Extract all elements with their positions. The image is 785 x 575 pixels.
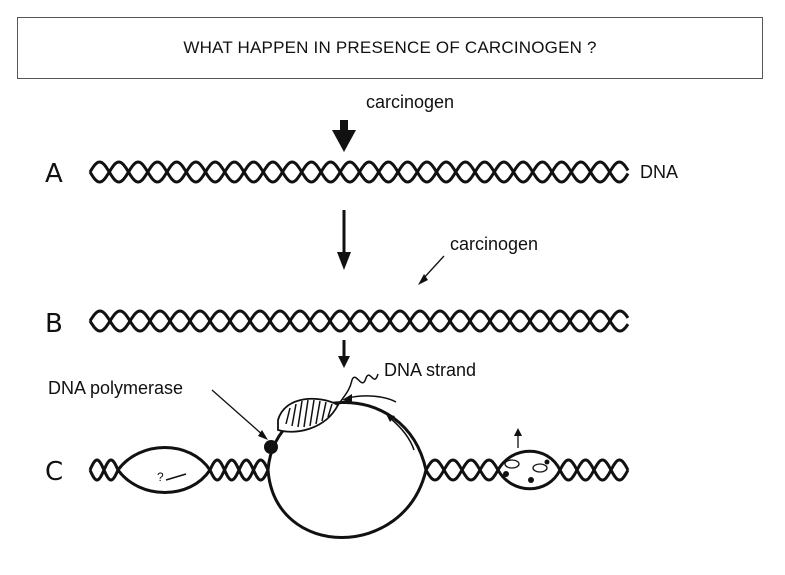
dna-helix-b — [88, 309, 630, 333]
carcinogen-adduct — [167, 335, 173, 362]
carcinogen-adduct — [147, 329, 153, 356]
carcinogen-adduct — [245, 481, 251, 508]
carcinogen-adduct — [356, 283, 362, 310]
carcinogen-adduct — [173, 433, 179, 460]
carcinogen-label-mid: carcinogen — [450, 234, 538, 254]
carcinogen-adduct — [107, 431, 113, 458]
carcinogen-adduct — [191, 331, 197, 358]
carcinogen-adduct — [183, 286, 189, 313]
carcinogen-adduct — [223, 483, 229, 510]
carcinogen-adduct — [311, 525, 317, 552]
carcinogen-label-top: carcinogen — [366, 92, 454, 112]
carcinogen-pointer — [418, 255, 445, 285]
dna-bubble-small: ? — [116, 446, 212, 494]
carcinogen-adduct — [244, 285, 250, 312]
carcinogen-adduct — [197, 431, 203, 458]
row-label-b: B — [45, 309, 63, 339]
page-title: WHAT HAPPEN IN PRESENCE OF CARCINOGEN ? — [183, 38, 597, 57]
carcinogen-adduct — [233, 433, 239, 460]
dna-bubble-damaged — [496, 428, 562, 491]
row-label-c: C — [45, 457, 63, 487]
carcinogen-molecule-top — [341, 91, 347, 118]
carcinogen-adduct — [125, 283, 131, 310]
polymerase-pointer — [211, 389, 268, 440]
carcinogen-adduct — [115, 483, 121, 510]
new-dna-segment — [277, 373, 379, 433]
carcinogen-adduct — [197, 481, 203, 508]
carcinogen-adduct — [309, 331, 315, 358]
polymerase-dot — [264, 440, 278, 454]
dna-polymerase-label: DNA polymerase — [48, 378, 183, 398]
strand-direction-arrows — [342, 394, 415, 451]
carcinogen-adduct — [497, 481, 503, 508]
carcinogen-adduct — [144, 287, 150, 314]
title-box: WHAT HAPPEN IN PRESENCE OF CARCINOGEN ? — [17, 17, 763, 79]
carcinogen-adduct — [507, 331, 513, 358]
row-label-a: A — [45, 159, 63, 189]
carcinogen-adduct — [557, 437, 563, 464]
arrow-b-to-c — [338, 340, 350, 368]
replication-bubble — [266, 401, 428, 539]
dna-helix-a — [88, 160, 630, 184]
arrow-a-to-b — [337, 210, 351, 270]
carcinogen-adduct — [164, 281, 170, 308]
dna-label: DNA — [640, 162, 678, 182]
carcinogen-adduct — [205, 283, 211, 310]
carcinogen-adduct — [585, 329, 591, 356]
carcinogen-adduct — [125, 333, 131, 360]
carcinogen-adduct — [211, 335, 217, 362]
dna-helix-c — [88, 458, 630, 482]
carcinogen-adduct — [425, 333, 431, 360]
dna-strand-label: DNA strand — [384, 360, 476, 380]
carcinogen-adduct — [413, 285, 419, 312]
carcinogen-adduct — [547, 287, 553, 314]
carcinogen-adduct — [252, 435, 258, 462]
arrow-bold-down — [332, 120, 356, 152]
question-mark: ? — [157, 470, 164, 484]
carcinogen-adducts-b — [125, 281, 591, 362]
carcinogen-adduct — [297, 285, 303, 312]
carcinogen-adduct — [225, 289, 231, 316]
dna-helix-c-tail — [558, 458, 630, 482]
